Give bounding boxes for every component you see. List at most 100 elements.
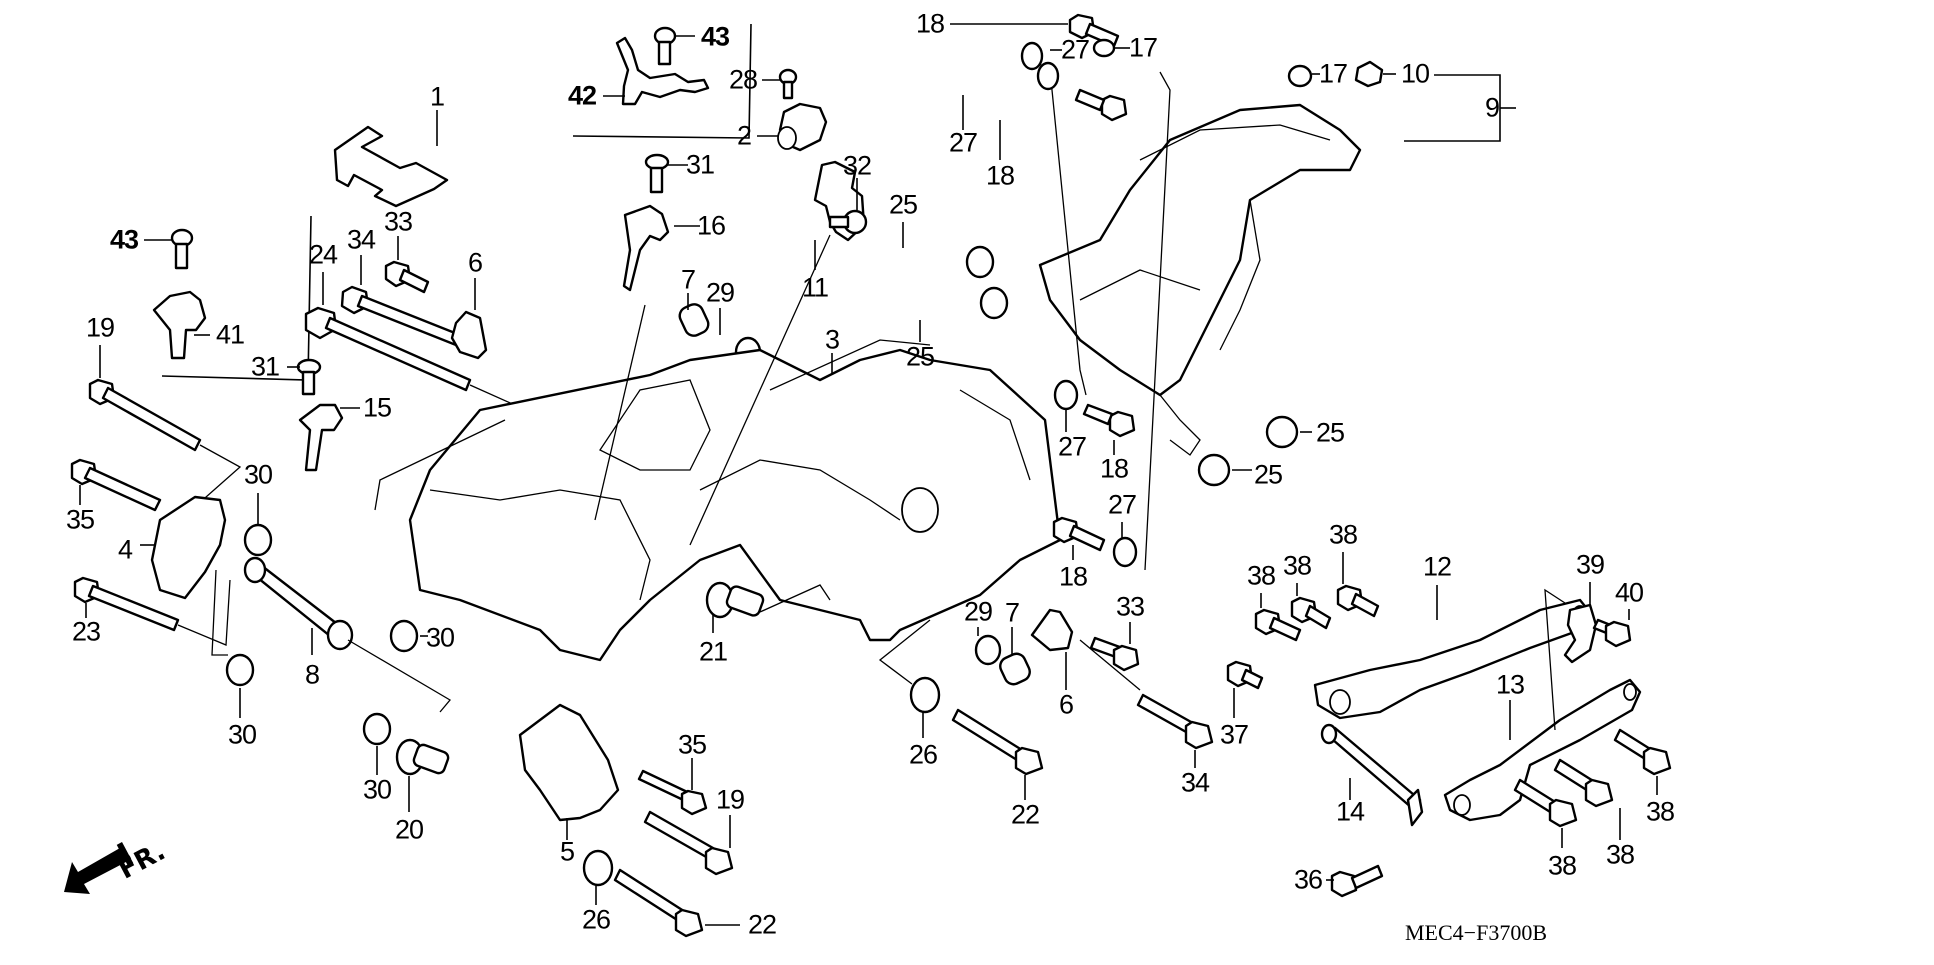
callout-25-c: 25 [1315, 417, 1345, 448]
part-20-bolt [395, 738, 450, 812]
part-16-clip [622, 204, 670, 292]
part-37-bolt [1226, 660, 1264, 718]
callout-16: 16 [696, 210, 726, 241]
drawing-code: MEC4−F3700B [1405, 920, 1547, 945]
part-30-nut-b [211, 569, 255, 718]
callout-27-b: 27 [948, 127, 978, 158]
callout-31-b: 31 [250, 351, 280, 382]
callout-38-f: 38 [1645, 796, 1675, 827]
part-23-bolt [73, 576, 231, 646]
part-26-nut-center [582, 849, 614, 905]
part-18-bolt-lower-b [1052, 516, 1106, 560]
callout-43-top: 43 [700, 21, 730, 52]
callout-20: 20 [394, 814, 424, 845]
callout-12: 12 [1422, 551, 1452, 582]
part-1-plate [333, 125, 449, 208]
callout-32: 32 [842, 150, 872, 181]
callout-17-a: 17 [1128, 32, 1158, 63]
part-35-bolt-center [637, 758, 708, 816]
part-43-screw-left [144, 228, 194, 270]
leader-27-upper [1031, 59, 1087, 396]
part-30-nut-d [362, 712, 392, 775]
callout-38-d: 38 [1547, 850, 1577, 881]
callout-38-c: 38 [1328, 519, 1358, 550]
callout-25-b: 25 [905, 341, 935, 372]
part-14-shaft [1320, 723, 1424, 827]
callout-35-b: 35 [677, 729, 707, 760]
part-25-nut-c [1265, 415, 1312, 449]
part-38-bolt-d [1513, 778, 1578, 848]
callout-26-a: 26 [581, 904, 611, 935]
callout-7-lower: 7 [1004, 597, 1020, 628]
part-31-screw-top [644, 153, 688, 194]
part-4-bracket [150, 495, 227, 600]
callout-40: 40 [1614, 577, 1644, 608]
part-7-collar-lower [999, 627, 1031, 686]
callout-41: 41 [215, 319, 245, 350]
part-10-clip [1354, 60, 1396, 88]
callout-2: 2 [736, 120, 752, 151]
callout-30-b: 30 [227, 719, 257, 750]
callout-30-d: 30 [362, 774, 392, 805]
part-17-rivet-b [1287, 64, 1320, 88]
leader-27-lower [1144, 71, 1171, 571]
part-38-bolt-b [1290, 583, 1332, 630]
callout-17-b: 17 [1318, 58, 1348, 89]
callout-39: 39 [1575, 549, 1605, 580]
part-40-bolt [1592, 609, 1632, 648]
part-17-rivet-a [1092, 38, 1130, 58]
callout-38-a: 38 [1246, 560, 1276, 591]
part-25-nut-d [1197, 453, 1252, 487]
part-2-sensor [757, 102, 828, 152]
part-27-washer-lower [1053, 379, 1079, 432]
bracket-group-9 [1404, 74, 1516, 142]
callout-35-a: 35 [65, 504, 95, 535]
part-18-bolt-top [950, 13, 1120, 48]
callout-6-lower: 6 [1058, 689, 1074, 720]
part-19-bolt-center [643, 810, 734, 876]
leader-31-frame [594, 304, 646, 521]
callout-4: 4 [117, 534, 133, 565]
callout-29-b: 29 [963, 596, 993, 627]
callout-25-a: 25 [888, 189, 918, 220]
callout-28: 28 [728, 64, 758, 95]
bracket-group-42-43 [572, 23, 752, 139]
callout-5: 5 [559, 836, 575, 867]
part-21-bolt [705, 581, 831, 633]
part-29-nut-lower [974, 627, 1002, 666]
part-27-washer-bottom [1112, 522, 1138, 568]
part-41-clip [152, 290, 207, 360]
callout-25-d: 25 [1253, 459, 1283, 490]
part-38-bolt-f [1613, 728, 1672, 795]
callout-31-a: 31 [685, 149, 715, 180]
callout-27-a: 27 [1060, 34, 1090, 65]
callout-43-left: 43 [109, 224, 139, 255]
part-24-bolt [304, 272, 576, 433]
part-5-bracket [518, 703, 620, 822]
part-28-screw [762, 68, 798, 100]
part-18-bolt-lower-a [1082, 403, 1136, 455]
callout-1: 1 [429, 81, 445, 112]
callout-38-e: 38 [1605, 839, 1635, 870]
callout-34-a: 34 [346, 224, 376, 255]
part-18-bolt-mid [999, 88, 1128, 160]
callout-3: 3 [824, 324, 840, 355]
callout-30-a: 30 [243, 459, 273, 490]
callout-36: 36 [1293, 864, 1323, 895]
part-27-washer-mid [962, 61, 1060, 130]
part-43-screw-top [653, 26, 695, 66]
callout-19-b: 19 [715, 784, 745, 815]
callout-21: 21 [698, 636, 728, 667]
part-15-clip [298, 403, 344, 472]
part-31-screw-lower [287, 358, 322, 396]
front-arrow-icon [64, 841, 134, 894]
callout-33-b: 33 [1115, 591, 1145, 622]
callout-26-b: 26 [908, 739, 938, 770]
callout-34-b: 34 [1180, 767, 1210, 798]
callout-8: 8 [304, 659, 320, 690]
part-33-bolt-upper [384, 236, 430, 294]
part-6-plate-upper [450, 310, 488, 360]
callout-30-c: 30 [425, 622, 455, 653]
part-25-nut-a [902, 222, 995, 279]
